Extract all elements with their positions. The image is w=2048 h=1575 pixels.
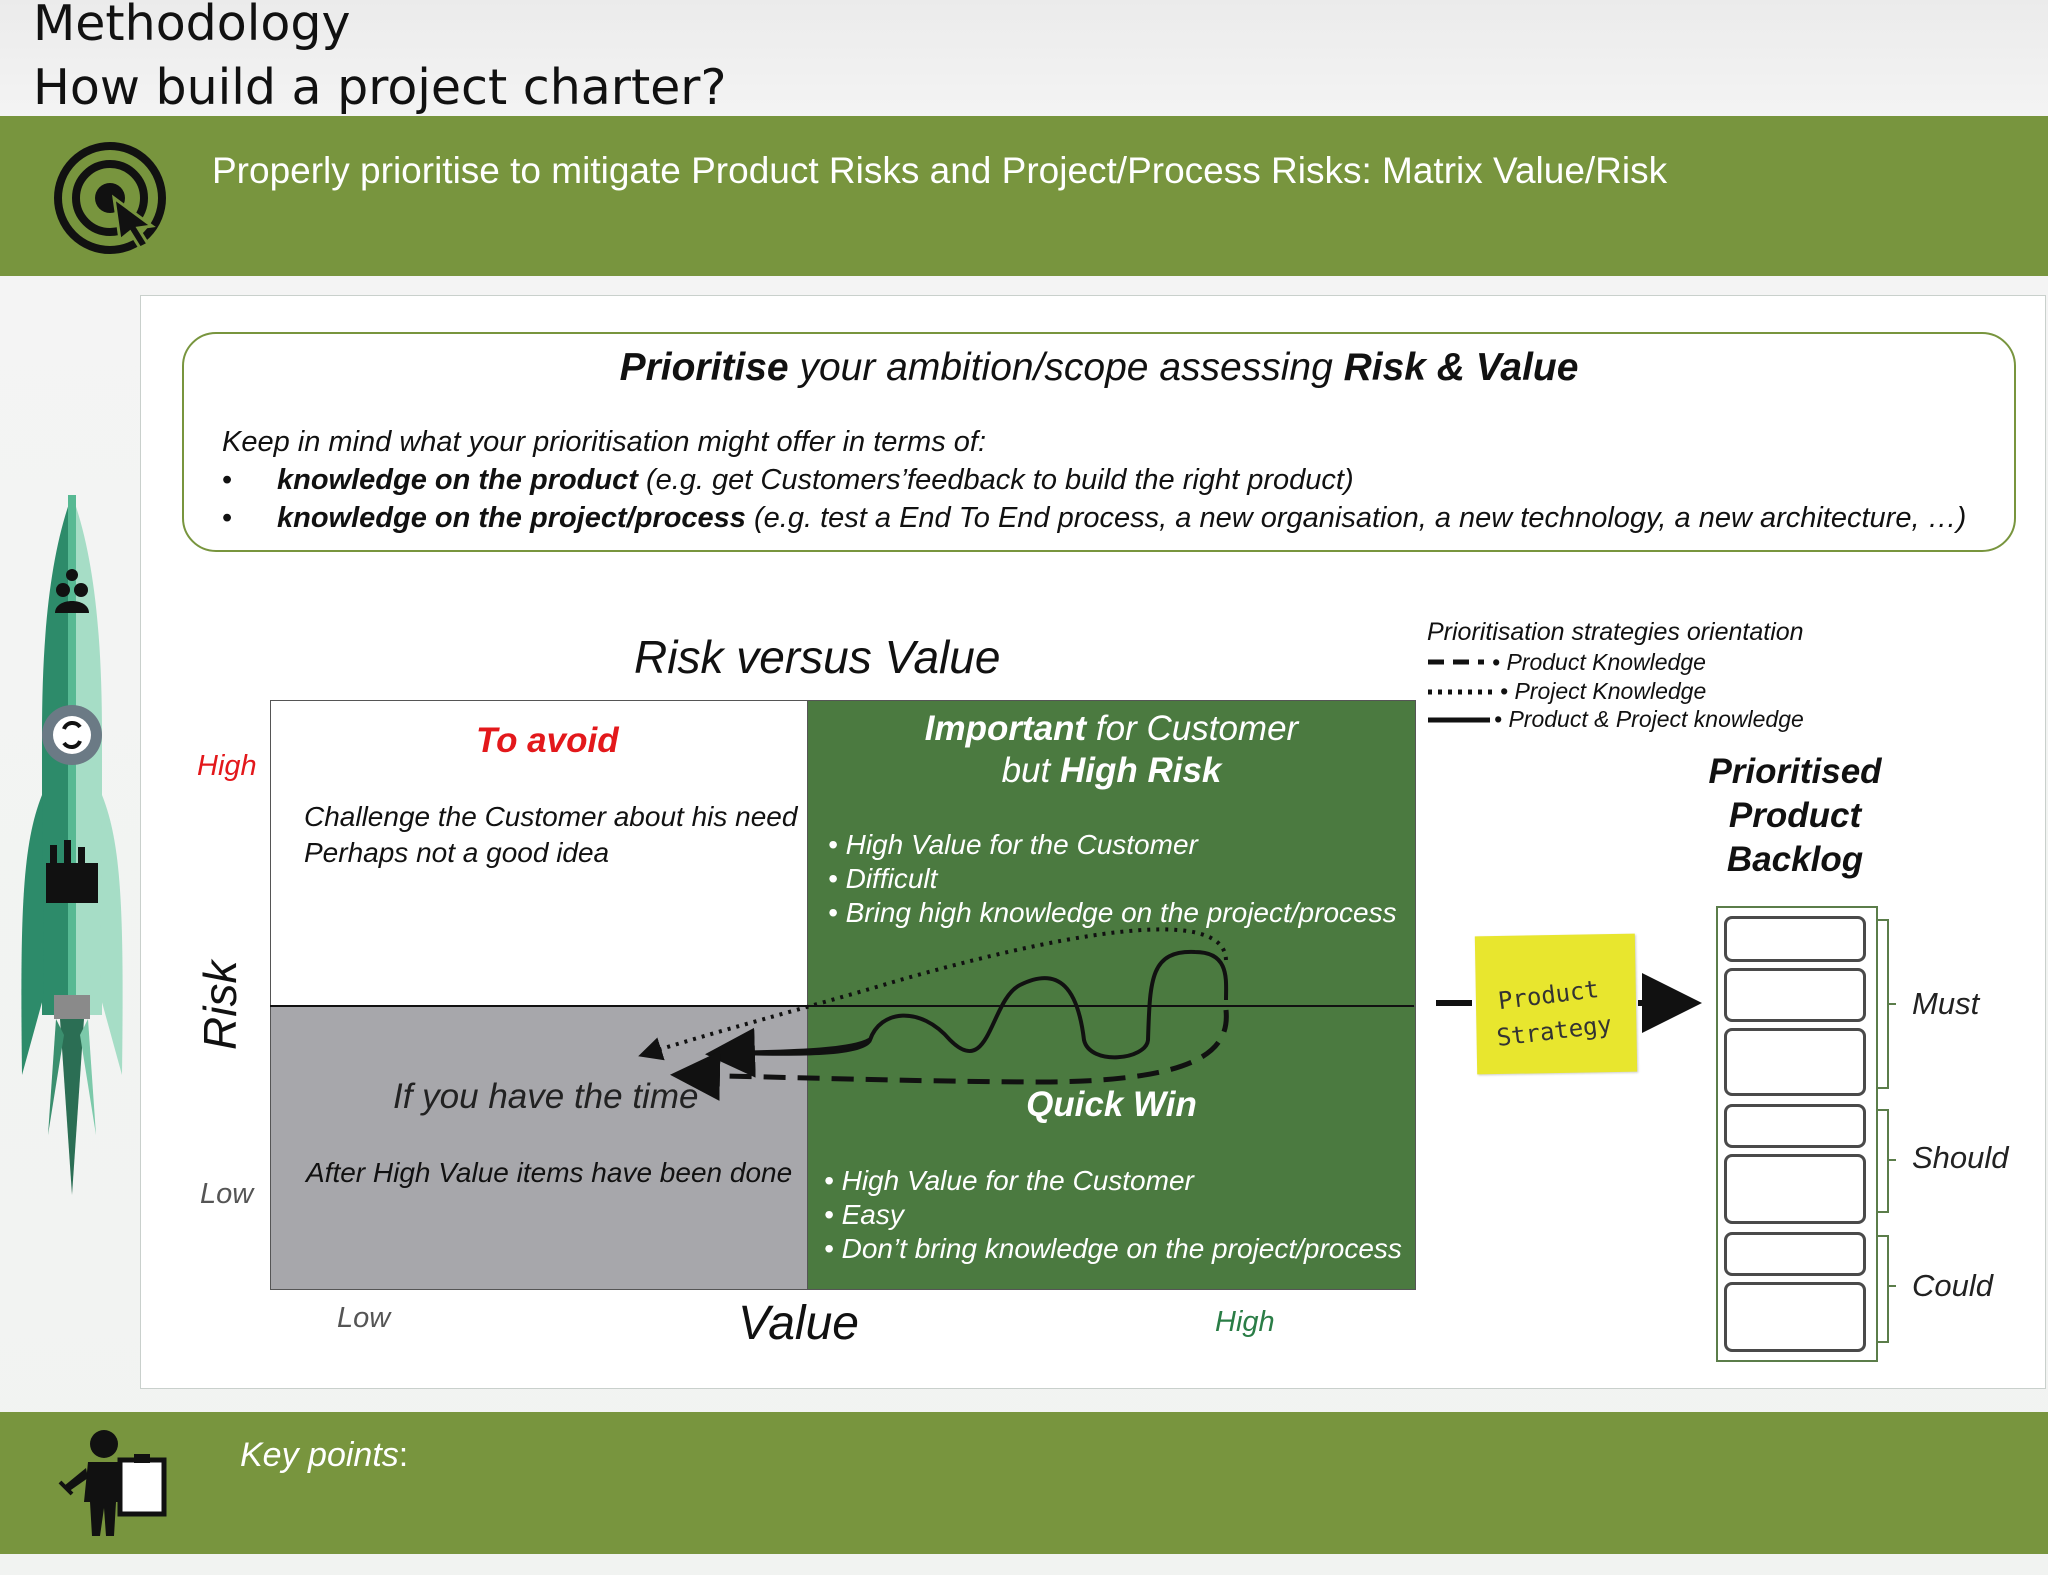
key-points-label: Key points: [240,1436,408,1475]
title-methodology: Methodology [33,0,351,52]
bullet-bold: knowledge on the product [277,464,638,496]
bullet-bold: knowledge on the project/process [277,502,746,534]
quick-win-bullet: • High Value for the Customer [824,1165,1194,1196]
intro-title-bold-risk-value: Risk & Value [1343,346,1579,389]
sticky-line2: Strategy [1495,1010,1614,1052]
intro-lead: Keep in mind what your prioritisation mi… [222,426,986,458]
banner-text: Properly prioritise to mitigate Product … [212,150,1668,191]
important-but: but [1001,751,1060,790]
quick-win-bullet-text: Don’t bring knowledge on the project/pro… [841,1233,1402,1264]
y-axis-low: Low [200,1178,254,1210]
matrix-title: Risk versus Value [634,631,1001,683]
x-axis-high: High [1215,1306,1275,1338]
important-bullet: • High Value for the Customer [828,829,1198,860]
quadrant-to-avoid: To avoid Challenge the Customer about hi… [270,700,809,1008]
important-bullet-text: Bring high knowledge on the project/proc… [845,897,1397,928]
should-bracket [1877,1109,1896,1213]
key-points-colon: : [398,1436,409,1474]
key-points-text: Key points [240,1436,399,1474]
product-strategy-sticky-note: Product Strategy [1474,933,1638,1075]
important-bullet-text: Difficult [845,863,938,894]
legend-item-both: • Product & Project knowledge [1494,706,1804,732]
target-cursor-icon [52,140,168,261]
intro-title-middle: your ambition/scope assessing [788,346,1344,389]
important-rest: for Customer [1086,709,1299,748]
bullet-rest: (e.g. test a End To End process, a new o… [745,502,1967,534]
quadrant-important-high-risk: Important for Customer but High Risk • H… [807,700,1416,1008]
backlog-item [1724,1232,1866,1276]
moscow-could: Could [1912,1268,1993,1303]
backlog-item [1724,968,1866,1022]
legend-label: Product Knowledge [1506,649,1706,675]
legend-item-project: • Project Knowledge [1500,678,1707,704]
moscow-should: Should [1912,1140,2009,1175]
backlog-title-line: Prioritised [1708,752,1882,791]
legend-item-product: • Product Knowledge [1492,649,1706,675]
product-project-arrow-curve [711,949,1229,1060]
to-avoid-title: To avoid [476,721,619,760]
backlog-title: Prioritised Product Backlog [1700,750,1890,882]
quick-win-bullet-text: Easy [841,1199,904,1230]
quadrant-if-you-have-time: If you have the time After High Value it… [270,1006,809,1290]
rocket-icon [20,495,130,1210]
important-bold: Important [924,709,1087,748]
important-title-line2: but High Risk [808,751,1415,791]
legend-title: Prioritisation strategies orientation [1427,618,1804,646]
important-bullet-text: High Value for the Customer [845,829,1198,860]
quick-win-bullet-text: High Value for the Customer [841,1165,1194,1196]
important-bullet: • Difficult [828,863,938,894]
backlog-item [1724,1104,1866,1148]
product-knowledge-arrow [670,1009,1229,1101]
legend-label: Product & Project knowledge [1508,706,1804,732]
backlog-title-line: Backlog [1726,840,1864,879]
key-points-banner: Key points: [0,1412,2048,1554]
x-axis-label: Value [738,1297,859,1350]
intro-title-bold-prioritise: Prioritise [619,346,789,389]
quick-win-bullet: • Don’t bring knowledge on the project/p… [824,1233,1402,1264]
backlog-item [1724,1028,1866,1096]
person-clipboard-icon [58,1428,170,1545]
if-time-title: If you have the time [393,1077,699,1116]
important-bullet: • Bring high knowledge on the project/pr… [828,897,1397,928]
intro-title: Prioritise your ambition/scope assessing… [184,346,2014,390]
backlog-title-line: Product [1728,796,1862,835]
intro-bullet-project: •knowledge on the project/process (e.g. … [222,502,1967,534]
x-axis-low: Low [337,1302,391,1334]
backlog-item [1724,1282,1866,1352]
important-title-line1: Important for Customer [808,709,1415,749]
project-knowledge-arrow [638,927,1228,1061]
bullet-rest: (e.g. get Customers’feedback to build th… [637,464,1354,496]
if-time-line1: After High Value items have been done [306,1157,793,1188]
backlog-stack [1716,906,1878,1362]
moscow-must: Must [1912,986,1980,1021]
important-high-risk: High Risk [1059,751,1222,790]
intro-bullet-product: •knowledge on the product (e.g. get Cust… [222,464,1354,496]
legend-label: Project Knowledge [1514,678,1707,704]
y-axis-high: High [197,750,257,782]
sticky-line1: Product [1496,975,1601,1016]
quick-win-title: Quick Win [1026,1085,1197,1124]
could-bracket [1877,1235,1896,1343]
backlog-item [1724,916,1866,962]
must-bracket [1877,919,1896,1089]
to-avoid-line2: Perhaps not a good idea [304,837,610,868]
title-question: How build a project charter? [33,59,727,116]
top-banner: Properly prioritise to mitigate Product … [0,116,2048,276]
intro-box: Prioritise your ambition/scope assessing… [182,332,2016,552]
product-project-arrow [705,1027,872,1078]
quick-win-bullet: • Easy [824,1199,904,1230]
backlog-item [1724,1154,1866,1224]
to-avoid-line1: Challenge the Customer about his need [304,801,798,832]
